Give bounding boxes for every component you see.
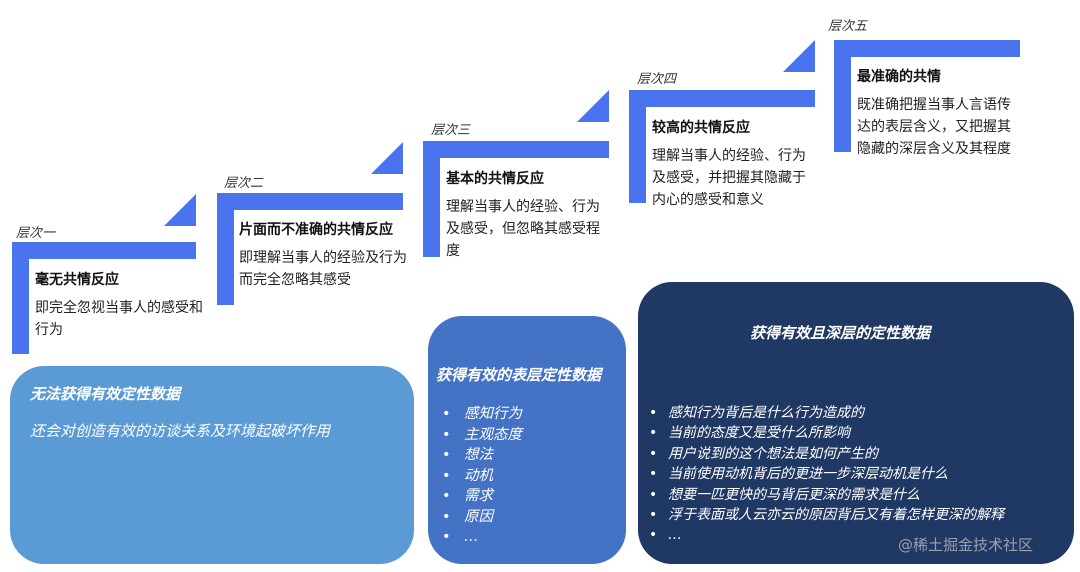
outcome-box-deep-data-title: 获得有效且深层的定性数据 [750, 324, 931, 342]
outcome-box-no-data-body: 还会对创造有效的访谈关系及环境起破坏作用 [30, 422, 331, 440]
list-item: 动机 [436, 466, 522, 487]
step-2-description: 即理解当事人的经验及行为而完全忽略其感受 [239, 250, 407, 288]
step-3-title: 基本的共情反应 [446, 171, 544, 187]
step-2-tread [217, 193, 403, 210]
step-2-level-label: 层次二 [224, 176, 264, 191]
list-item: 当前使用动机背后的更进一步深层动机是什么 [643, 464, 1004, 485]
step-4-description: 理解当事人的经验、行为及感受，并把握其隐藏于内心的感受和意义 [652, 148, 806, 208]
outcome-box-no-data: 无法获得有效定性数据 还会对创造有效的访谈关系及环境起破坏作用 [10, 366, 414, 564]
outcome-box-deep-data-list: 感知行为背后是什么行为造成的 当前的态度又是受什么所影响 用户说到的这个想法是如… [643, 403, 1004, 546]
step-3-level-label: 层次三 [431, 123, 471, 138]
step-1-description: 即完全忽视当事人的感受和行为 [35, 300, 203, 338]
step-5-description: 既准确把握当事人言语传达的表层含义，又把握其隐藏的深层含义及其程度 [857, 97, 1011, 157]
step-5-tread [834, 40, 1020, 57]
step-3-riser [423, 141, 440, 257]
step-5-level-label: 层次五 [828, 19, 868, 34]
outcome-box-surface-data-title: 获得有效的表层定性数据 [436, 366, 602, 384]
step-3-connector [577, 90, 609, 122]
list-item: … [643, 525, 1004, 546]
step-4-level-label: 层次四 [637, 72, 677, 87]
step-4-connector [783, 40, 815, 72]
watermark: @稀土掘金技术社区 [898, 536, 1034, 554]
step-3-description: 理解当事人的经验、行为及感受，但忽略其感受程度 [446, 199, 600, 259]
step-1-level-label: 层次一 [16, 226, 56, 241]
list-item: 浮于表面或人云亦云的原因背后又有着怎样更深的解释 [643, 505, 1004, 526]
step-3-tread [423, 141, 609, 158]
step-1-title: 毫无共情反应 [35, 272, 119, 288]
list-item: 需求 [436, 486, 522, 507]
step-1-tread [12, 242, 196, 259]
list-item: 感知行为 [436, 404, 522, 425]
step-5-riser [834, 40, 851, 152]
list-item: 原因 [436, 507, 522, 528]
list-item: 用户说到的这个想法是如何产生的 [643, 444, 1004, 465]
step-4-title: 较高的共情反应 [652, 120, 750, 136]
step-4-riser [629, 90, 646, 203]
list-item: 想要一匹更快的马背后更深的需求是什么 [643, 485, 1004, 506]
outcome-box-deep-data: 获得有效且深层的定性数据 感知行为背后是什么行为造成的 当前的态度又是受什么所影… [638, 282, 1074, 564]
list-item: … [436, 527, 522, 548]
step-4-tread [629, 90, 815, 107]
step-2-connector [371, 142, 403, 174]
outcome-box-surface-data-list: 感知行为 主观态度 想法 动机 需求 原因 … [436, 404, 522, 548]
step-2-title: 片面而不准确的共情反应 [239, 222, 393, 238]
outcome-box-no-data-title: 无法获得有效定性数据 [30, 385, 181, 403]
step-1-riser [12, 242, 29, 354]
step-1-connector [164, 194, 196, 226]
list-item: 当前的态度又是受什么所影响 [643, 423, 1004, 444]
list-item: 感知行为背后是什么行为造成的 [643, 403, 1004, 424]
list-item: 想法 [436, 445, 522, 466]
list-item: 主观态度 [436, 425, 522, 446]
outcome-box-surface-data: 获得有效的表层定性数据 感知行为 主观态度 想法 动机 需求 原因 … [428, 316, 626, 564]
step-2-riser [217, 193, 234, 305]
step-5-title: 最准确的共情 [857, 69, 941, 85]
